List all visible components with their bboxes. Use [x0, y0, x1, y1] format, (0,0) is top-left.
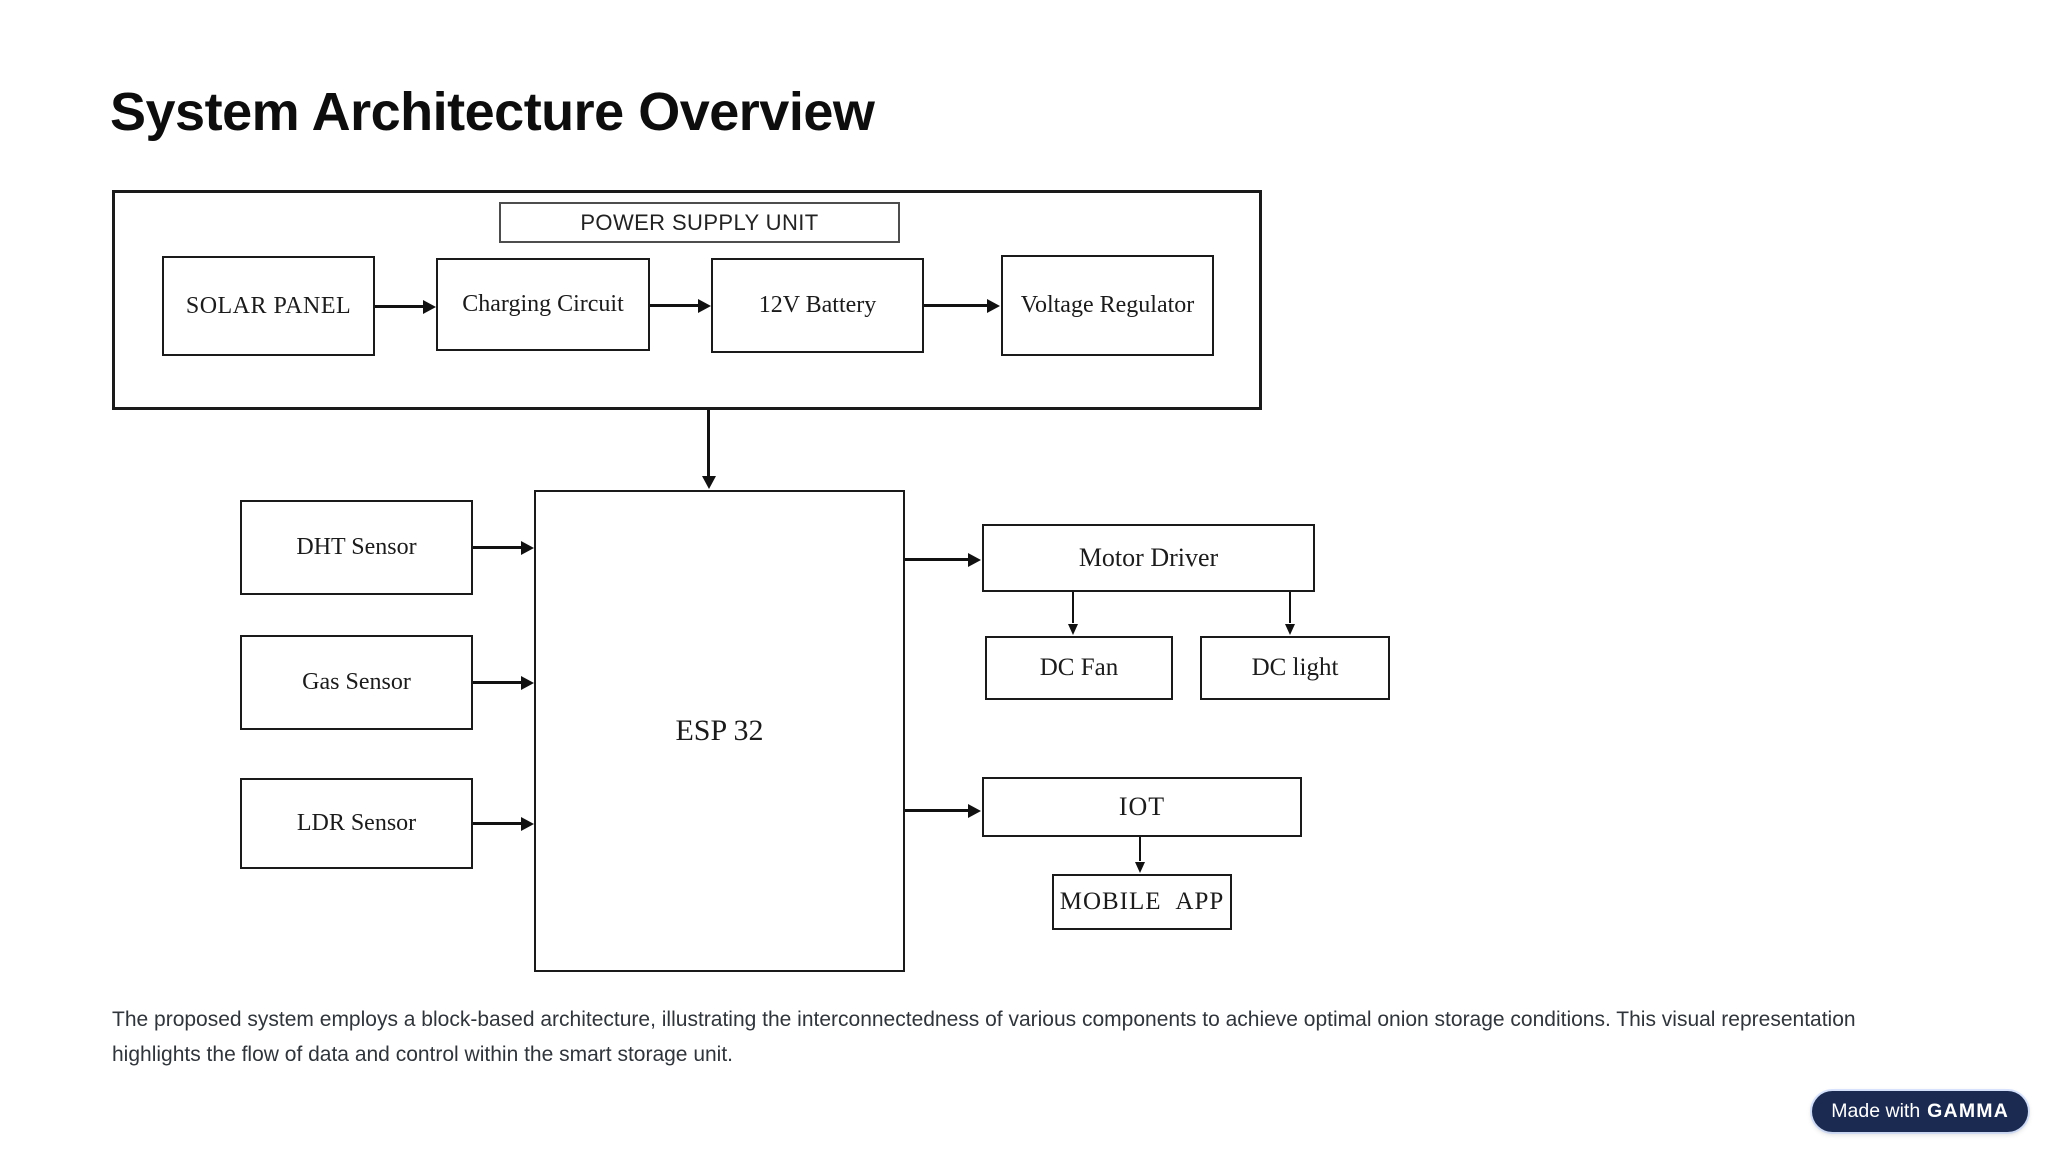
node-mobile-app: MOBILE APP	[1052, 874, 1232, 930]
arrow-psu-to-esp32	[707, 410, 710, 477]
node-12v-battery: 12V Battery	[711, 258, 924, 353]
page-title: System Architecture Overview	[110, 82, 875, 142]
node-charging-circuit: Charging Circuit	[436, 258, 650, 351]
node-iot: IOT	[982, 777, 1302, 837]
arrow-motor-to-dc-fan	[1072, 592, 1074, 623]
arrow-iot-to-mobile-app	[1139, 837, 1141, 861]
node-solar-panel: SOLAR PANEL	[162, 256, 375, 356]
node-gas-sensor: Gas Sensor	[240, 635, 473, 730]
arrow-gas-to-esp32	[473, 681, 522, 684]
description: The proposed system employs a block-base…	[112, 1008, 1856, 1066]
arrow-esp32-to-motor-driver	[905, 558, 969, 561]
node-esp32: ESP 32	[534, 490, 905, 972]
gamma-logo: GAMMA	[1927, 1100, 2009, 1122]
node-motor-driver: Motor Driver	[982, 524, 1315, 592]
arrow-battery-to-regulator	[924, 304, 988, 307]
arrow-ldr-to-esp32	[473, 822, 522, 825]
node-voltage-regulator: Voltage Regulator	[1001, 255, 1214, 356]
arrow-motor-to-dc-light	[1289, 592, 1291, 623]
node-ldr-sensor: LDR Sensor	[240, 778, 473, 869]
node-power-supply-unit-label: POWER SUPPLY UNIT	[499, 202, 900, 243]
made-with-badge[interactable]: Made with GAMMA	[1812, 1091, 2028, 1132]
made-with-text: Made with	[1831, 1100, 1921, 1122]
power-supply-unit-frame	[112, 190, 1262, 410]
arrow-dht-to-esp32	[473, 546, 522, 549]
arrow-esp32-to-iot	[905, 809, 969, 812]
arrow-charging-to-battery	[650, 304, 699, 307]
node-dht-sensor: DHT Sensor	[240, 500, 473, 595]
arrow-solar-to-charging	[375, 305, 424, 308]
node-dc-fan: DC Fan	[985, 636, 1173, 700]
node-dc-light: DC light	[1200, 636, 1390, 700]
